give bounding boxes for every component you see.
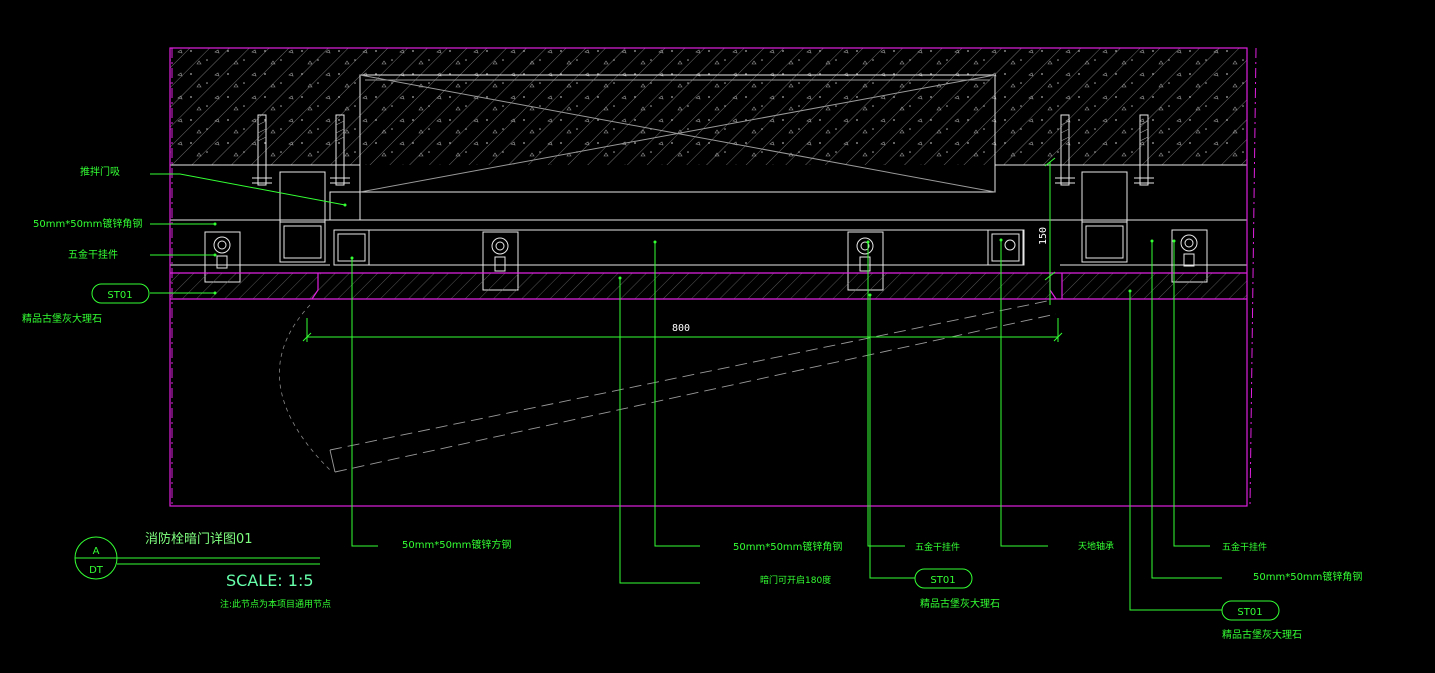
callout-square-tube: 50mm*50mm镀锌方钢 <box>402 538 511 551</box>
dimension-800-label: 800 <box>672 323 690 334</box>
drawing-scale: SCALE: 1:5 <box>226 571 314 590</box>
leader-lines <box>150 173 1222 611</box>
callout-marble-right: 精品古堡灰大理石 <box>1222 628 1302 641</box>
marble-panels <box>170 272 1247 300</box>
outline-frame <box>169 47 1257 507</box>
hydrant-cabinet <box>359 74 996 193</box>
steel-frame <box>170 171 1247 266</box>
callout-marble-left: 精品古堡灰大理石 <box>22 312 102 325</box>
door-swing <box>279 299 1057 473</box>
dimension-800: 800 <box>302 318 1063 342</box>
callout-pivot-hinge: 天地轴承 <box>1078 540 1114 552</box>
st01-tag-left: ST01 <box>91 283 150 304</box>
callout-door-open: 暗门可开启180度 <box>760 574 831 586</box>
callout-angle-steel-left: 50mm*50mm镀锌角钢 <box>33 217 142 230</box>
callout-angle-steel-right: 50mm*50mm镀锌角钢 <box>1253 570 1362 583</box>
callout-hanger-right: 五金干挂件 <box>1222 541 1267 553</box>
st01-tag-right-label: ST01 <box>1237 607 1262 618</box>
title-symbol-top: A <box>93 546 100 557</box>
anchor-bolts <box>252 114 1154 186</box>
dimension-150: 150 <box>1038 157 1056 305</box>
concrete-wall <box>170 48 1247 166</box>
callout-angle-steel-mid: 50mm*50mm镀锌角钢 <box>733 540 842 553</box>
st01-tag-mid-label: ST01 <box>930 575 955 586</box>
callout-marble-mid: 精品古堡灰大理石 <box>920 597 1000 610</box>
st01-tag-right: ST01 <box>1221 600 1280 621</box>
st01-tag-mid: ST01 <box>914 568 973 589</box>
callout-hanger-left: 五金干挂件 <box>68 248 118 261</box>
title-block: A DT 消防栓暗门详图01 SCALE: 1:5 注:此节点为本项目通用节点 <box>74 531 331 610</box>
dimension-150-label: 150 <box>1038 227 1049 245</box>
drawing-title: 消防栓暗门详图01 <box>145 531 253 547</box>
title-symbol-bottom: DT <box>89 565 104 576</box>
drawing-note: 注:此节点为本项目通用节点 <box>220 598 331 610</box>
callout-door-stop: 推拌门吸 <box>80 165 120 178</box>
leader-dots <box>213 203 1176 297</box>
st01-tag-left-label: ST01 <box>107 290 132 301</box>
callout-hanger-mid: 五金干挂件 <box>915 541 960 553</box>
